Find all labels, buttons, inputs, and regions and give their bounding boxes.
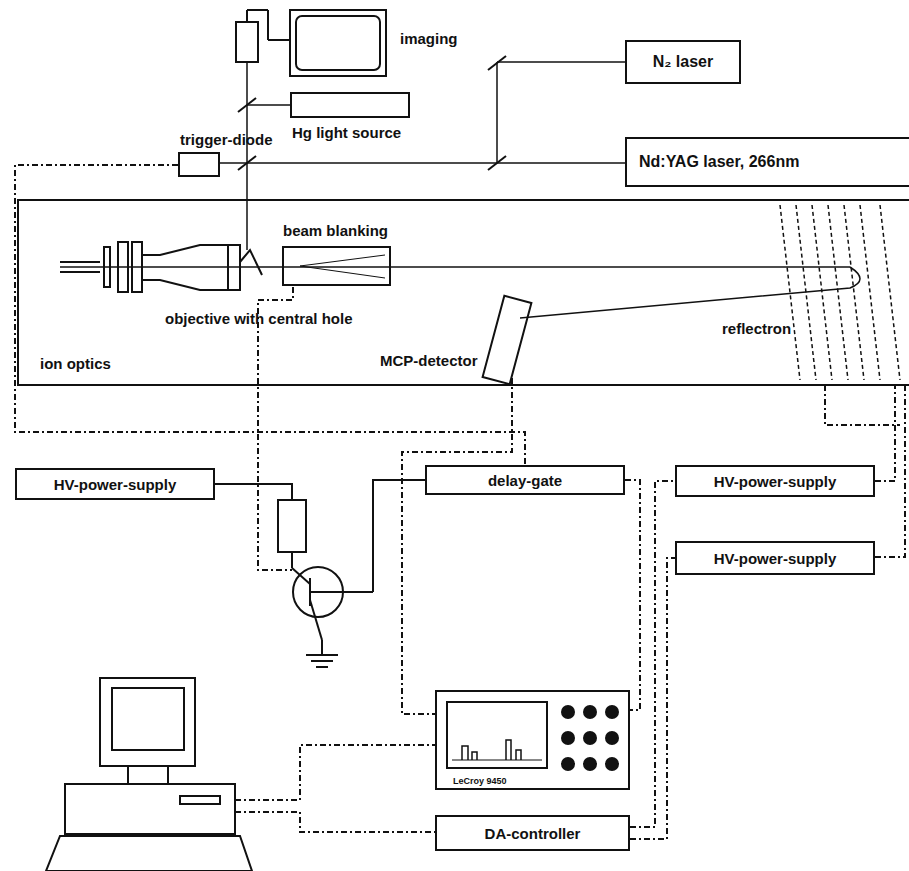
device-label: LeCroy 9450 [451,776,509,786]
device-label: DA-controller [485,825,581,842]
device-box: delay-gate [425,465,625,495]
part-label: objective with central hole [165,310,353,327]
device-box: HV-power-supply [675,465,875,497]
signal-wire [630,558,675,839]
oscilloscope-box: LeCroy 9450 [435,690,630,790]
part-label: imaging [400,30,458,47]
device-box: N₂ laser [625,40,741,84]
device-label: Nd:YAG laser, 266nm [639,153,799,171]
device-label: HV-power-supply [714,473,837,490]
device-label: trigger-diode [180,131,273,148]
device-box: DA-controller [435,815,630,851]
device-label: delay-gate [488,472,562,489]
device-box: Nd:YAG laser, 266nm [625,137,909,187]
device-label: HV-power-supply [54,476,177,493]
part-label: reflectron [722,320,791,337]
device-label: HV-power-supply [714,550,837,567]
device-label: N₂ laser [653,53,713,71]
part-label: ion optics [40,355,111,372]
part-label: MCP-detector [380,352,478,369]
part-label: beam blanking [283,222,388,239]
device-box: Hg light source [290,92,410,118]
device-box: HV-power-supply [675,541,875,575]
signal-wire [625,480,640,710]
device-box: trigger-diode [178,152,220,177]
signal-wire [630,481,675,827]
device-box: HV-power-supply [15,468,215,500]
device-label: Hg light source [292,124,401,141]
